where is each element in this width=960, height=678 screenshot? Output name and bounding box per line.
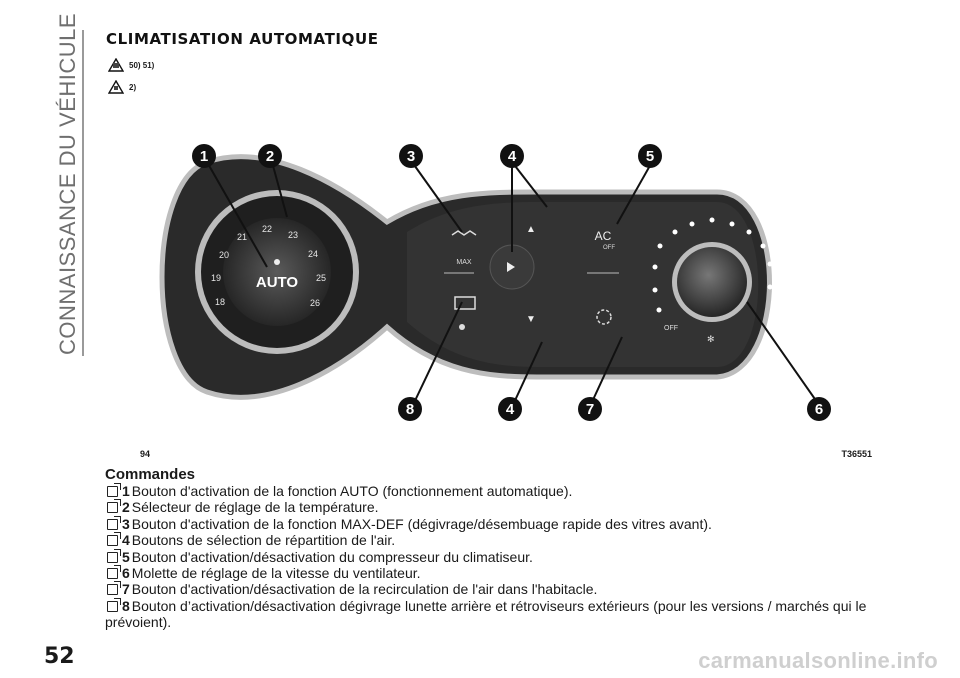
ac-label: AC — [595, 229, 612, 243]
temperature-dial[interactable]: 18 19 20 21 22 23 24 25 26 AUTO — [195, 190, 359, 354]
info-reference: 2) — [108, 80, 136, 94]
svg-text:5: 5 — [646, 148, 654, 165]
fan-off-label: OFF — [664, 325, 678, 332]
climate-panel-illustration: 18 19 20 21 22 23 24 25 26 AUTO MAX — [159, 144, 831, 421]
arrow-box-icon — [107, 565, 121, 580]
temp-label-19: 19 — [211, 273, 221, 283]
callout-2: 2 — [258, 144, 282, 168]
ac-button[interactable]: AC OFF — [587, 229, 619, 274]
temp-label-25: 25 — [316, 273, 326, 283]
svg-text:2: 2 — [266, 148, 274, 165]
svg-text:▲: ▲ — [526, 224, 536, 235]
commands-title: Commandes — [105, 466, 196, 483]
rear-defrost-button[interactable] — [454, 296, 476, 330]
warning-text: 50) 51) — [129, 60, 155, 70]
arrow-box-icon — [107, 581, 121, 596]
watermark: carmanualsonline.info — [698, 648, 938, 673]
temp-label-22: 22 — [262, 224, 272, 234]
svg-text:4: 4 — [508, 148, 517, 165]
temp-label-20: 20 — [219, 250, 229, 260]
figure-code: T36551 — [841, 449, 872, 459]
side-rule — [82, 30, 84, 356]
callout-4-bottom: 4 — [498, 397, 522, 421]
ac-off-label: OFF — [603, 245, 615, 251]
arrow-box-icon — [107, 532, 121, 547]
callout-lines — [206, 161, 818, 408]
warning-icon — [108, 58, 124, 72]
callout-6: 6 — [807, 397, 831, 421]
callout-1: 1 — [192, 144, 216, 168]
max-def-button[interactable]: MAX — [444, 230, 477, 274]
temp-label-26: 26 — [310, 298, 320, 308]
temp-label-21: 21 — [237, 232, 247, 242]
fan-speed-dots — [652, 217, 773, 313]
svg-text:6: 6 — [815, 401, 823, 418]
warning-reference: 50) 51) — [108, 58, 154, 72]
callout-3: 3 — [399, 144, 423, 168]
arrow-box-icon — [107, 597, 121, 612]
temp-label-24: 24 — [308, 249, 318, 259]
section-side-title: CONNAISSANCE DU VÉHICULE — [55, 12, 80, 355]
callout-8: 8 — [398, 397, 422, 421]
arrow-box-icon — [107, 515, 121, 530]
auto-button-label[interactable]: AUTO — [256, 274, 299, 291]
fan-icon: ✻ — [707, 334, 715, 344]
svg-text:7: 7 — [586, 401, 594, 418]
callout-5: 5 — [638, 144, 662, 168]
arrow-box-icon — [107, 483, 121, 497]
arrow-box-icon — [107, 548, 121, 563]
info-icon — [108, 80, 124, 94]
climate-panel-figure: 18 19 20 21 22 23 24 25 26 AUTO MAX — [107, 112, 877, 447]
temp-label-23: 23 — [288, 230, 298, 240]
callout-4-top: 4 — [500, 144, 524, 168]
svg-text:▼: ▼ — [526, 314, 536, 325]
temp-label-18: 18 — [215, 297, 225, 307]
recirculation-button[interactable] — [596, 309, 612, 325]
fan-speed-dial[interactable]: OFF ✻ — [664, 242, 752, 344]
arrow-box-icon — [107, 499, 121, 514]
page-heading: CLIMATISATION AUTOMATIQUE — [106, 30, 379, 48]
callout-7: 7 — [578, 397, 602, 421]
button-bank — [407, 202, 759, 367]
max-label: MAX — [456, 259, 472, 266]
svg-text:4: 4 — [506, 401, 515, 418]
page-number: 52 — [44, 644, 75, 669]
svg-text:8: 8 — [406, 401, 414, 418]
info-text: 2) — [129, 82, 137, 92]
figure-number: 94 — [140, 449, 151, 459]
svg-text:1: 1 — [200, 148, 208, 165]
svg-text:3: 3 — [407, 148, 415, 165]
